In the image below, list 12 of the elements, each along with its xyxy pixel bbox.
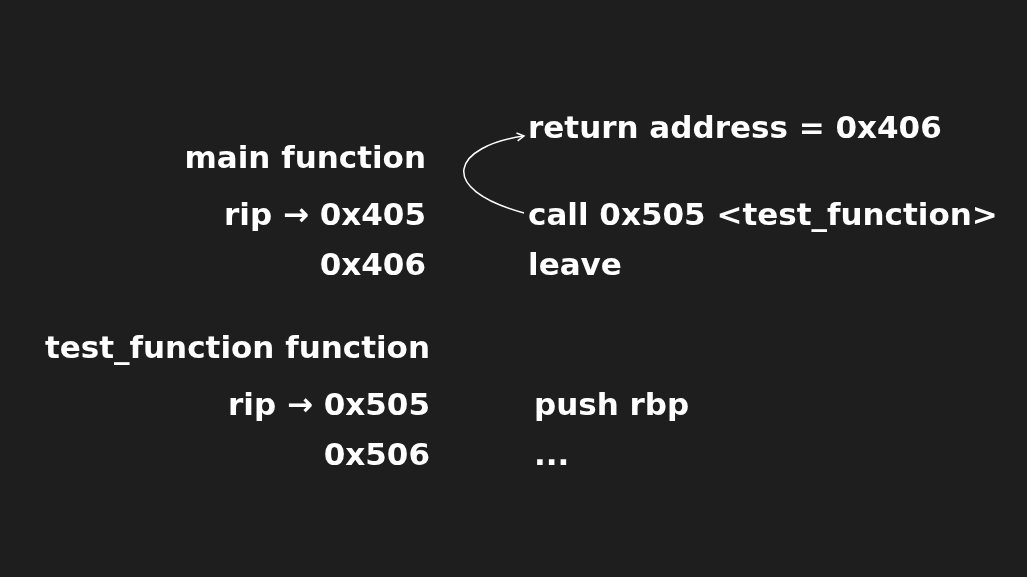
- instruction-text: push rbp: [534, 386, 690, 424]
- address-text: 0x506: [323, 436, 430, 474]
- curved-arrow: [463, 132, 525, 214]
- address-text: 0x406: [319, 246, 426, 284]
- heading: test_function function: [44, 329, 430, 367]
- instruction-text: ...: [534, 436, 570, 474]
- instruction-text: call 0x505 <test_function>: [528, 196, 998, 234]
- instruction-text: return address = 0x406: [528, 109, 942, 147]
- heading: main function: [184, 139, 426, 177]
- instruction-text: leave: [528, 246, 622, 284]
- address-text: rip → 0x405: [224, 196, 426, 234]
- address-text: rip → 0x505: [228, 386, 430, 424]
